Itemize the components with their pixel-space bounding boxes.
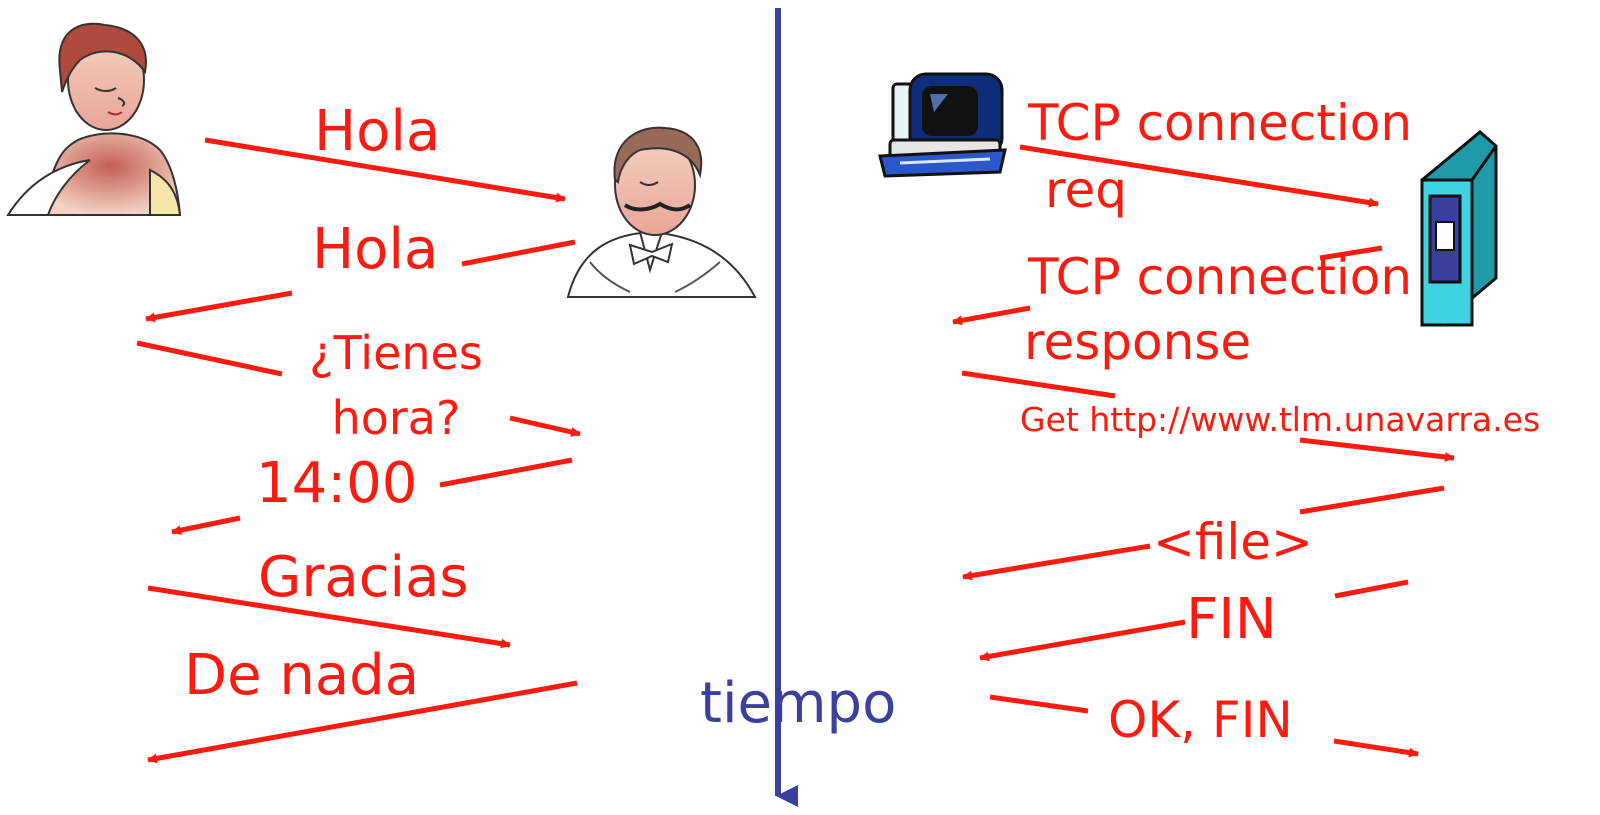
arrow-1400-lower xyxy=(171,515,241,536)
server-icon xyxy=(1420,130,1498,327)
human-message-arrows xyxy=(136,137,581,764)
arrow-get-upper xyxy=(961,370,1116,399)
arrow-okfin-lower xyxy=(1333,738,1419,758)
arrow-fin-upper xyxy=(1334,579,1409,599)
message-1400: 14:00 xyxy=(256,451,418,516)
message-tienes: ¿Tienes xyxy=(309,326,483,380)
arrow-tcp-resp-upper xyxy=(1319,245,1383,261)
network-message-arrows xyxy=(952,144,1455,758)
arrow-tcp-resp-lower xyxy=(952,305,1031,326)
arrow-gracias xyxy=(147,585,511,649)
arrow-file-upper xyxy=(1299,485,1445,515)
arrow-fin-lower xyxy=(979,619,1186,662)
message-de-nada: De nada xyxy=(184,643,420,708)
arrow-1400-upper xyxy=(439,457,573,488)
message-hola-reply: Hola xyxy=(312,217,439,282)
computer-icon xyxy=(878,72,1007,178)
message-file: <file> xyxy=(1153,513,1313,571)
message-tcp-req-line2: req xyxy=(1045,161,1127,219)
arrow-file-lower xyxy=(962,543,1151,581)
message-tcp-resp-line2: response xyxy=(1024,313,1252,371)
message-get-request: Get http://www.tlm.unavarra.es xyxy=(1020,400,1541,439)
message-ok-fin: OK, FIN xyxy=(1108,691,1293,749)
message-gracias: Gracias xyxy=(258,545,469,610)
man-icon xyxy=(566,126,757,298)
woman-icon xyxy=(6,22,182,216)
arrow-hola-reply-upper xyxy=(461,239,576,267)
arrow-tienes-hora-upper xyxy=(136,340,283,377)
arrow-get-lower xyxy=(1299,437,1455,462)
arrow-hola-request xyxy=(204,137,566,203)
arrow-de-nada xyxy=(147,680,578,764)
time-axis-label: tiempo xyxy=(700,671,897,736)
message-fin: FIN xyxy=(1186,587,1277,652)
arrow-okfin-upper xyxy=(989,694,1089,714)
arrow-hola-reply-lower xyxy=(145,290,293,323)
message-hola-request: Hola xyxy=(314,99,441,164)
message-tcp-resp-line1: TCP connection xyxy=(1028,248,1413,306)
arrow-tienes-hora-lower xyxy=(509,415,581,437)
message-tcp-req-line1: TCP connection xyxy=(1028,94,1413,152)
message-hora: hora? xyxy=(331,391,461,445)
arrow-tcp-req xyxy=(1019,144,1379,208)
